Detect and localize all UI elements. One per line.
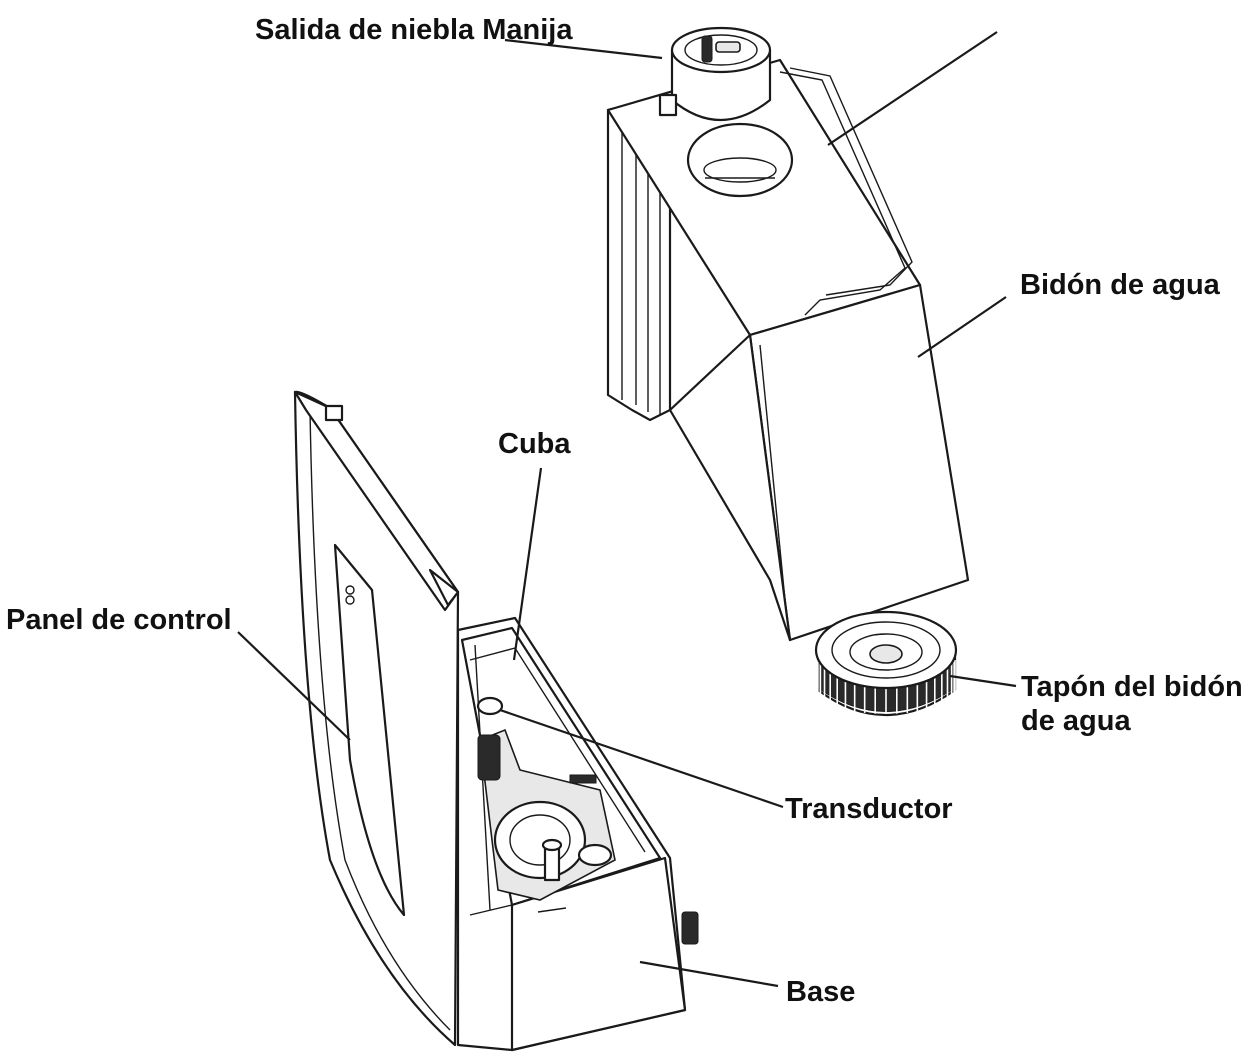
water-tank bbox=[606, 58, 970, 642]
base-unit bbox=[293, 390, 699, 1052]
leader-tank-cap bbox=[949, 674, 1017, 688]
leader-water-tank bbox=[917, 296, 1007, 358]
leader-control-panel bbox=[237, 631, 351, 741]
label-mist-outlet-handle: Salida de niebla Manija bbox=[255, 14, 573, 46]
mist-outlet-knob bbox=[658, 26, 772, 121]
leader-lines bbox=[237, 31, 1017, 988]
leader-tray bbox=[512, 467, 543, 661]
leader-transducer bbox=[499, 708, 784, 809]
label-tray: Cuba bbox=[498, 428, 571, 460]
label-base: Base bbox=[786, 976, 856, 1008]
label-water-tank: Bidón de agua bbox=[1020, 269, 1220, 301]
label-tank-cap-line1: Tapón del bidón bbox=[1021, 671, 1243, 703]
leader-base bbox=[639, 960, 779, 988]
leader-handle bbox=[827, 31, 998, 146]
label-control-panel: Panel de control bbox=[6, 604, 232, 636]
label-transducer: Transductor bbox=[785, 793, 953, 825]
label-tank-cap-line2: de agua bbox=[1021, 705, 1131, 737]
label-tank-cap: Tapón del bidón de agua bbox=[1021, 670, 1243, 738]
tank-cap bbox=[814, 610, 958, 716]
leader-mist-outlet bbox=[504, 38, 663, 60]
